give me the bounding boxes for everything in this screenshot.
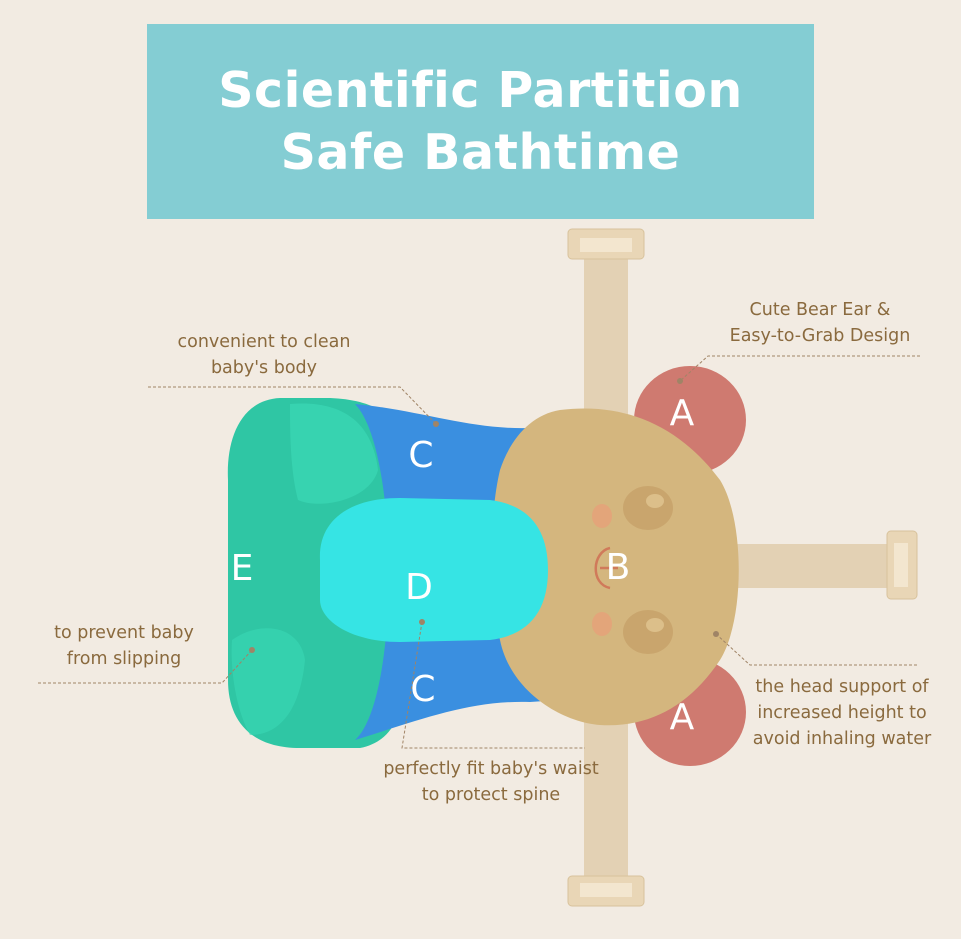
leader-slipping — [38, 649, 253, 684]
callout-clean-body-line2: baby's body — [210, 358, 318, 378]
callout-head-support-line2: increased height to — [757, 703, 927, 723]
leader-bear-ear — [679, 355, 920, 382]
endpoint-clean-body — [433, 421, 439, 427]
leader-clean-body — [148, 386, 437, 425]
endpoint-bear-ear — [677, 378, 683, 384]
leader-lines — [38, 355, 920, 749]
leg-rest-highlight-bottom — [231, 628, 305, 735]
endpoint-head-support — [713, 631, 719, 637]
endpoint-slipping — [249, 647, 255, 653]
callout-slipping-line1: to prevent baby — [54, 623, 194, 643]
face-eye-top — [623, 486, 673, 530]
callout-bear-ear-line1: Cute Bear Ear & — [749, 300, 891, 320]
face-eye-top-shine — [646, 494, 664, 508]
callout-head-support-line3: avoid inhaling water — [752, 729, 932, 749]
face-eye-bottom-shine — [646, 618, 664, 632]
callout-slipping: to prevent baby from slipping — [34, 620, 214, 672]
leg-rest-highlight-top — [290, 403, 378, 504]
title-line-1: Scientific Partition — [218, 61, 743, 119]
callout-waist-line2: to protect spine — [421, 785, 561, 805]
callout-bear-ear: Cute Bear Ear & Easy-to-Grab Design — [716, 297, 924, 349]
zone-label-a-top: A — [669, 393, 695, 434]
title-banner: Scientific Partition Safe Bathtime — [147, 24, 814, 219]
callout-waist-line1: perfectly fit baby's waist — [383, 759, 599, 779]
callout-slipping-line2: from slipping — [66, 649, 182, 669]
title-line-2: Safe Bathtime — [280, 123, 681, 181]
callout-head-support: the head support of increased height to … — [738, 674, 946, 752]
callout-clean-body-line1: convenient to clean — [177, 332, 351, 352]
face-eye-bottom — [623, 610, 673, 654]
callout-clean-body: convenient to clean baby's body — [164, 329, 364, 381]
zone-label-d: D — [405, 567, 433, 608]
endpoint-waist — [419, 619, 425, 625]
right-strap — [730, 530, 918, 600]
zone-label-c-top: C — [408, 435, 434, 476]
leader-waist — [401, 621, 585, 749]
zone-label-c-bottom: C — [410, 669, 436, 710]
face-cheek-top — [592, 504, 612, 528]
zone-label-a-bottom: A — [669, 697, 695, 738]
zone-label-b: B — [605, 547, 631, 588]
face-nose-mouth — [594, 546, 618, 590]
top-strap — [567, 228, 645, 418]
leader-endpoints — [249, 378, 719, 653]
face-cheek-bottom — [592, 612, 612, 636]
callout-head-support-line1: the head support of — [755, 677, 929, 697]
bottom-strap — [567, 720, 645, 907]
zone-label-e: E — [230, 548, 254, 589]
callout-bear-ear-line2: Easy-to-Grab Design — [729, 326, 911, 346]
callout-waist: perfectly fit baby's waist to protect sp… — [370, 756, 612, 808]
zone-d-seat — [319, 498, 548, 642]
leader-head-support — [715, 633, 918, 666]
